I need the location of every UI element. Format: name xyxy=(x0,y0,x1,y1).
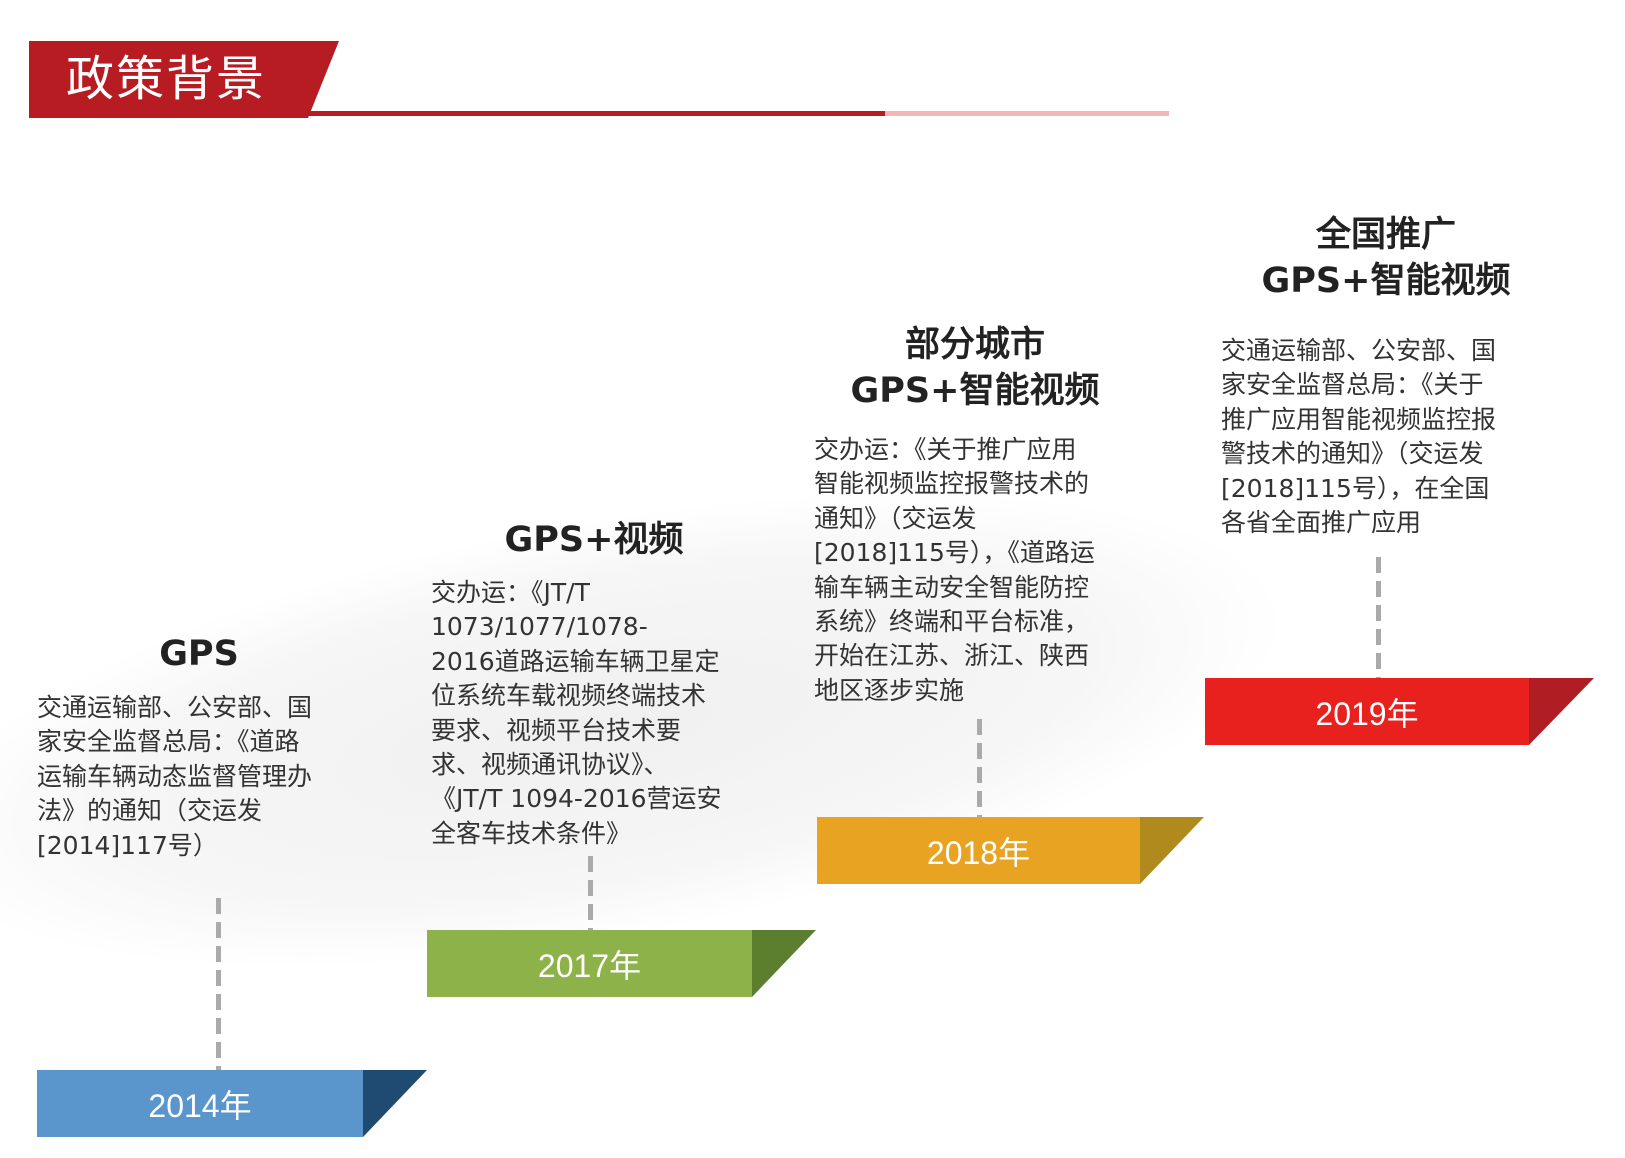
header-banner xyxy=(29,41,339,118)
milestone-title-2014: GPS xyxy=(159,634,239,674)
year-bar-2019: 2019年 xyxy=(1205,678,1529,745)
bar-fold-2018 xyxy=(1140,817,1204,884)
milestone-title-line: GPS+智能视频 xyxy=(850,371,1100,411)
milestone-text-2019: 交通运输部、公安部、国 家安全监督总局：《关于 推广应用智能视频监控报 警技术的… xyxy=(1221,336,1497,538)
milestone-title-line: 部分城市 xyxy=(904,325,1046,365)
header-divider xyxy=(300,111,885,116)
year-bar-2018: 2018年 xyxy=(817,817,1140,884)
bar-fold-2017 xyxy=(752,930,816,997)
milestone-text-2014: 交通运输部、公安部、国 家安全监督总局：《道路 运输车辆动态监督管理办 法》的通… xyxy=(37,693,313,860)
milestone-title-2017: GPS+视频 xyxy=(504,520,684,560)
milestone-title-2018: 部分城市 GPS+智能视频 xyxy=(851,322,1100,414)
connector-2017 xyxy=(588,856,593,930)
connector-2018 xyxy=(977,719,982,817)
milestone-title-line: GPS+智能视频 xyxy=(1261,261,1511,301)
connector-2014 xyxy=(216,898,221,1070)
milestone-text-2018: 交办运：《关于推广应用 智能视频监控报警技术的 通知》（交运发 [2018]11… xyxy=(814,435,1095,705)
bar-fold-2014 xyxy=(363,1070,427,1137)
page-title: 政策背景 xyxy=(66,51,267,107)
milestone-text-2017: 交办运：《JT/T 1073/1077/1078- 2016道路运输车辆卫星定 … xyxy=(431,578,722,848)
bar-fold-2019 xyxy=(1529,678,1594,745)
milestone-title-line: 全国推广 xyxy=(1315,215,1457,255)
year-bar-2017: 2017年 xyxy=(427,930,752,997)
year-bar-2014: 2014年 xyxy=(37,1070,363,1137)
milestone-title-2019: 全国推广 GPS+智能视频 xyxy=(1262,212,1511,304)
header-divider-light xyxy=(885,111,1169,116)
connector-2019 xyxy=(1376,557,1381,678)
